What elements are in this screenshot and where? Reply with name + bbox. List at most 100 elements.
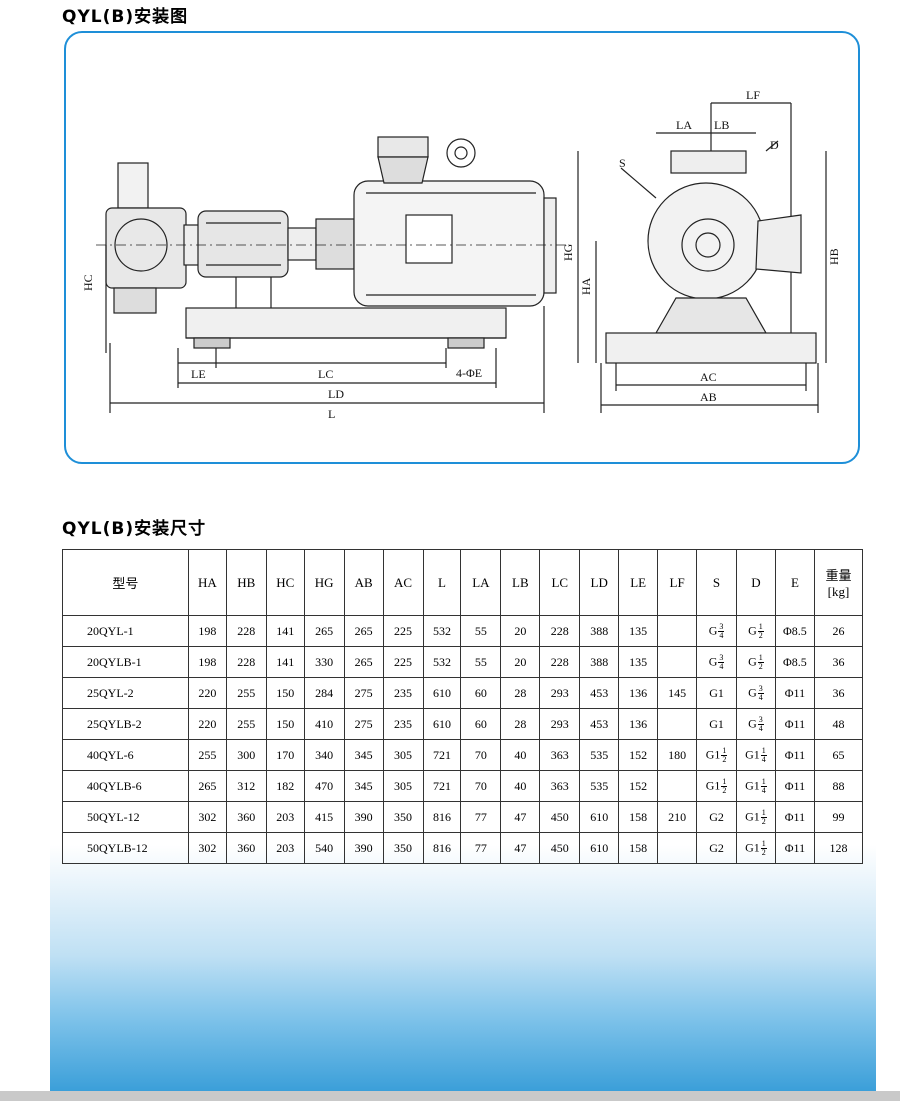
- cell-hg: 340: [303, 739, 345, 771]
- cell-hb: 300: [225, 739, 267, 771]
- header-ab: AB: [343, 549, 384, 616]
- fraction-denominator: 4: [719, 630, 724, 640]
- header-lc: LC: [539, 549, 581, 616]
- cell-lb: 20: [500, 646, 541, 678]
- cell-l: 532: [422, 646, 462, 678]
- cell-ac: 305: [382, 739, 424, 771]
- cell-hb: 255: [225, 677, 267, 709]
- header-weight: 重量[kg]: [813, 549, 864, 616]
- cell-s: G1: [696, 708, 737, 740]
- cell-lb: 47: [500, 801, 541, 833]
- header-hg: HG: [303, 549, 345, 616]
- label-ld: LD: [328, 387, 344, 401]
- cell-lb: 40: [500, 770, 541, 802]
- cell-ld: 388: [579, 646, 620, 678]
- cell-hc: 182: [265, 770, 305, 802]
- header-la: LA: [460, 549, 502, 616]
- cell-ac: 225: [382, 646, 424, 678]
- label-lf: LF: [746, 88, 760, 102]
- cell-model: 25QYLB-2: [62, 708, 189, 740]
- label-lb: LB: [714, 118, 729, 132]
- cell-ha: 198: [187, 646, 227, 678]
- cell-s: G1: [696, 677, 737, 709]
- cell-model: 40QYLB-6: [62, 770, 189, 802]
- thread-size: G1: [709, 716, 724, 731]
- cell-ld: 535: [579, 770, 620, 802]
- thread-size: G1: [709, 685, 724, 700]
- label-hg: HG: [561, 243, 575, 261]
- thread-size: G1: [745, 839, 760, 854]
- header-ha: HA: [187, 549, 227, 616]
- cell-hb: 360: [225, 801, 267, 833]
- cell-lf: [657, 832, 698, 864]
- cell-ab: 345: [343, 770, 384, 802]
- drawing-title: QYL(B)安装图: [62, 7, 189, 27]
- cell-ac: 235: [382, 677, 424, 709]
- cell-le: 152: [618, 739, 659, 771]
- cell-ld: 388: [579, 615, 620, 647]
- cell-l: 610: [422, 708, 462, 740]
- cell-la: 60: [460, 708, 502, 740]
- label-la: LA: [676, 118, 692, 132]
- fraction-denominator: 4: [761, 785, 766, 795]
- cell-ld: 610: [579, 832, 620, 864]
- cell-le: 135: [618, 615, 659, 647]
- cell-weight: 128: [813, 832, 864, 864]
- cell-ac: 305: [382, 770, 424, 802]
- cell-la: 77: [460, 832, 502, 864]
- cell-hc: 150: [265, 677, 305, 709]
- cell-model: 20QYLB-1: [62, 646, 189, 678]
- table-title: QYL(B)安装尺寸: [62, 519, 207, 539]
- cell-hc: 170: [265, 739, 305, 771]
- cell-lf: [657, 708, 698, 740]
- fraction-denominator: 2: [758, 630, 763, 640]
- side-view: [96, 136, 566, 413]
- fraction-denominator: 4: [761, 754, 766, 764]
- cell-lb: 40: [500, 739, 541, 771]
- cell-e: Φ11: [774, 801, 815, 833]
- label-ac: AC: [700, 370, 717, 384]
- cell-l: 532: [422, 615, 462, 647]
- cell-ac: 350: [382, 801, 424, 833]
- fraction-denominator: 2: [722, 785, 727, 795]
- cell-hc: 150: [265, 708, 305, 740]
- cell-lb: 20: [500, 615, 541, 647]
- label-le: LE: [191, 367, 206, 381]
- end-view: [577, 102, 827, 413]
- thread-size: G1: [745, 808, 760, 823]
- cell-lf: 210: [657, 801, 698, 833]
- cell-hg: 470: [303, 770, 345, 802]
- label-lc: LC: [318, 367, 333, 381]
- fraction-denominator: 2: [758, 661, 763, 671]
- cell-le: 136: [618, 708, 659, 740]
- thread-size: G1: [745, 777, 760, 792]
- cell-l: 721: [422, 770, 462, 802]
- fraction-numerator: 1: [757, 652, 764, 663]
- cell-lf: [657, 646, 698, 678]
- cell-hb: 312: [225, 770, 267, 802]
- fraction-numerator: 1: [721, 776, 728, 787]
- cell-weight: 36: [813, 646, 864, 678]
- header-lb: LB: [500, 549, 541, 616]
- cell-hg: 284: [303, 677, 345, 709]
- label-s: S: [619, 156, 626, 170]
- cell-hb: 228: [225, 646, 267, 678]
- cell-la: 77: [460, 801, 502, 833]
- cell-hg: 330: [303, 646, 345, 678]
- cell-hb: 255: [225, 708, 267, 740]
- cell-ld: 610: [579, 801, 620, 833]
